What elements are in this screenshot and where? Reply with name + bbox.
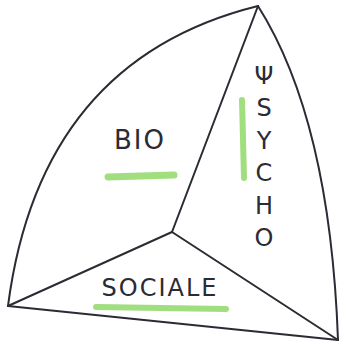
face-label: SOCIALE <box>102 274 219 302</box>
face-region: SOCIALE <box>100 272 221 304</box>
highlight-stroke <box>108 175 174 177</box>
pyramid-edge <box>8 6 258 306</box>
face-region: ΨSYCHO <box>250 58 278 256</box>
pyramid-edge <box>8 306 338 340</box>
highlight-stroke <box>242 100 244 178</box>
highlight-stroke <box>96 307 226 309</box>
face-region: BIO <box>112 123 168 157</box>
pyramid-edge <box>172 6 258 232</box>
face-label: BIO <box>114 125 166 155</box>
face-label: ΨSYCHO <box>252 60 276 254</box>
